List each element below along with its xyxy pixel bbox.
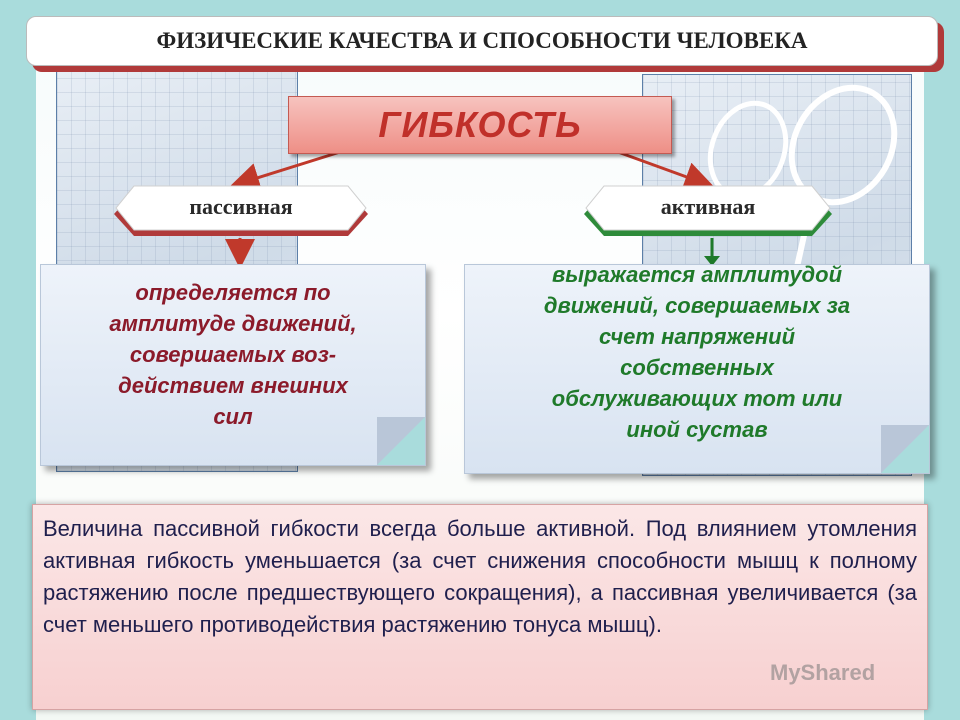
passive-description-card: определяется по амплитуде движений, сове… xyxy=(40,264,426,466)
slide-title-text: ФИЗИЧЕСКИЕ КАЧЕСТВА И СПОСОБНОСТИ ЧЕЛОВЕ… xyxy=(156,28,808,53)
main-concept-box: ГИБКОСТЬ xyxy=(288,96,672,154)
active-label: активная xyxy=(660,194,756,219)
slide-title: ФИЗИЧЕСКИЕ КАЧЕСТВА И СПОСОБНОСТИ ЧЕЛОВЕ… xyxy=(26,16,938,66)
watermark: MyShared xyxy=(770,660,876,685)
note-text: Величина пассивной гибкости всегда больш… xyxy=(43,516,917,637)
passive-label: пассивная xyxy=(189,194,293,219)
active-description-card: выражается амплитудой движений, совершае… xyxy=(464,262,930,474)
active-description: выражается амплитудой движений, совершае… xyxy=(543,262,851,442)
main-concept-text: ГИБКОСТЬ xyxy=(378,104,582,145)
passive-label-hexagon: пассивная xyxy=(112,184,370,236)
active-label-hexagon: активная xyxy=(582,184,834,236)
passive-description: определяется по амплитуде движений, сове… xyxy=(109,280,357,429)
page-fold xyxy=(377,417,425,465)
page-fold xyxy=(881,425,929,473)
note-box: Величина пассивной гибкости всегда больш… xyxy=(32,504,928,710)
